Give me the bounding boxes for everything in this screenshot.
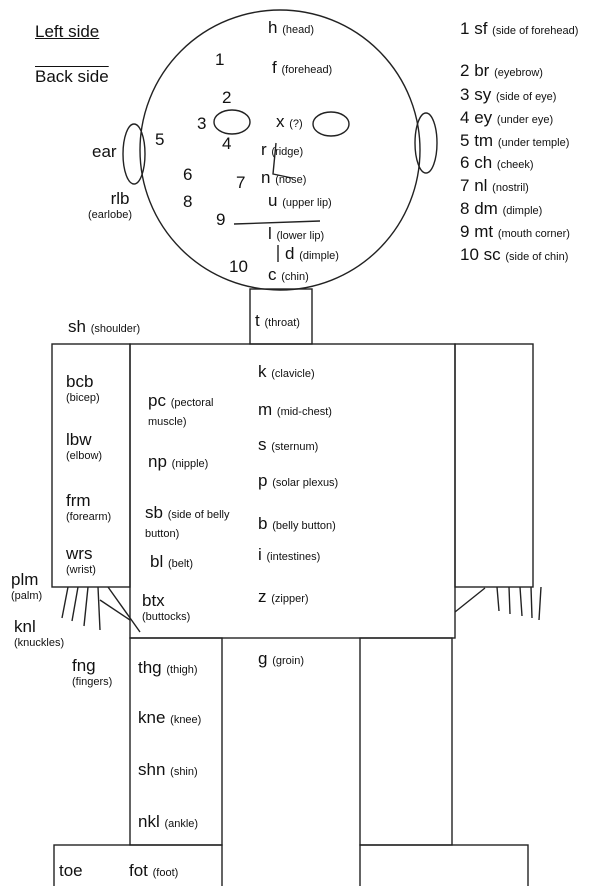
label-shn-shin: shn (shin) [138,760,198,779]
label-l-lower-lip: l (lower lip) [268,224,325,243]
label-f-forehead: f (forehead) [272,58,333,77]
right-arm-outline [454,343,534,588]
legend-row-7: 7 nl (nostril) [460,176,529,195]
face-number-7: 7 [236,173,246,192]
right-eye-outline [312,111,350,137]
label-lbw-elbow: lbw(elbow) [66,430,103,462]
label-g-groin: g (groin) [258,649,304,668]
label-np-nipple: np (nipple) [148,452,209,471]
face-number-3: 3 [197,114,207,133]
label-p-solar-plexus: p (solar plexus) [258,471,339,490]
label-plm-palm: plm(palm) [11,570,43,602]
label-i-intestines: i (intestines) [258,545,321,564]
label-nkl-ankle: nkl (ankle) [138,812,199,831]
face-number-1: 1 [215,50,225,69]
label-k-clavicle: k (clavicle) [258,362,315,381]
left-foot-outline [53,844,223,886]
legend-row-4: 4 ey (under eye) [460,108,554,127]
label-frm-forearm: frm(forearm) [66,491,112,523]
header-back-side: Back side [35,67,109,86]
right-foot-outline [359,844,529,886]
label-thg-thigh: thg (thigh) [138,658,198,677]
label-c-chin: c (chin) [268,265,309,284]
label-m-mid-chest: m (mid-chest) [258,400,332,419]
head-outline [139,9,421,291]
face-number-4: 4 [222,134,232,153]
legend-row-9: 9 mt (mouth corner) [460,222,570,241]
label-btx-buttocks: btx(buttocks) [142,591,191,623]
label-fot-foot: fot (foot) [129,861,179,880]
label-knl-knuckles: knl(knuckles) [14,617,65,649]
left-arm-outline [51,343,131,588]
label-pc-pectoral: pc (pectoral muscle) [148,391,214,428]
label-sb-side-belly: sb (side of belly button) [145,503,230,540]
label-r-ridge: r (ridge) [261,140,304,159]
label-wrs-wrist: wrs(wrist) [66,544,96,576]
label-n-nose: n (nose) [261,168,307,187]
legend-row-1: 1 sf (side of forehead) [460,19,579,38]
face-number-8: 8 [183,192,193,211]
label-rlb-earlobe: rlb (earlobe) [88,189,133,221]
header-left-side: Left side [35,22,100,41]
label-s-sternum: s (sternum) [258,435,319,454]
face-number-10: 10 [229,257,248,276]
right-fingers [454,586,542,621]
label-h-head: h (head) [268,18,314,37]
label-ear: ear [92,142,117,161]
pointer-wrist-to-knuckles [99,599,131,621]
legend-row-2: 2 br (eyebrow) [460,61,543,80]
legend-row-3: 3 sy (side of eye) [460,85,557,104]
face-number-5: 5 [155,130,165,149]
left-fingers [61,586,141,633]
label-u-upper-lip: u (upper lip) [268,191,332,210]
label-kne-knee: kne (knee) [138,708,202,727]
label-t-throat: t (throat) [255,311,300,330]
left-eye-outline [213,109,251,135]
legend-row-10: 10 sc (side of chin) [460,245,569,264]
label-toe: toe [59,861,83,880]
label-sh-shoulder: sh (shoulder) [68,317,141,336]
face-number-9: 9 [216,210,226,229]
legend-row-6: 6 ch (cheek) [460,153,534,172]
legend-row-5: 5 tm (under temple) [460,131,570,150]
left-ear-outline [122,123,146,185]
label-fng-fingers: fng(fingers) [72,656,113,688]
right-ear-outline [414,112,438,174]
right-leg-outline [359,637,453,846]
label-x-unknown: x (?) [276,112,303,131]
label-bl-belt: bl (belt) [150,552,194,571]
label-d-dimple: d (dimple) [285,244,339,263]
face-number-6: 6 [183,165,193,184]
mouth-line [233,220,321,225]
face-number-2: 2 [222,88,232,107]
label-b-belly-button: b (belly button) [258,514,336,533]
label-bcb-bicep: bcb(bicep) [66,372,100,404]
legend-row-8: 8 dm (dimple) [460,199,543,218]
nose-line [272,142,293,179]
label-z-zipper: z (zipper) [258,587,309,606]
